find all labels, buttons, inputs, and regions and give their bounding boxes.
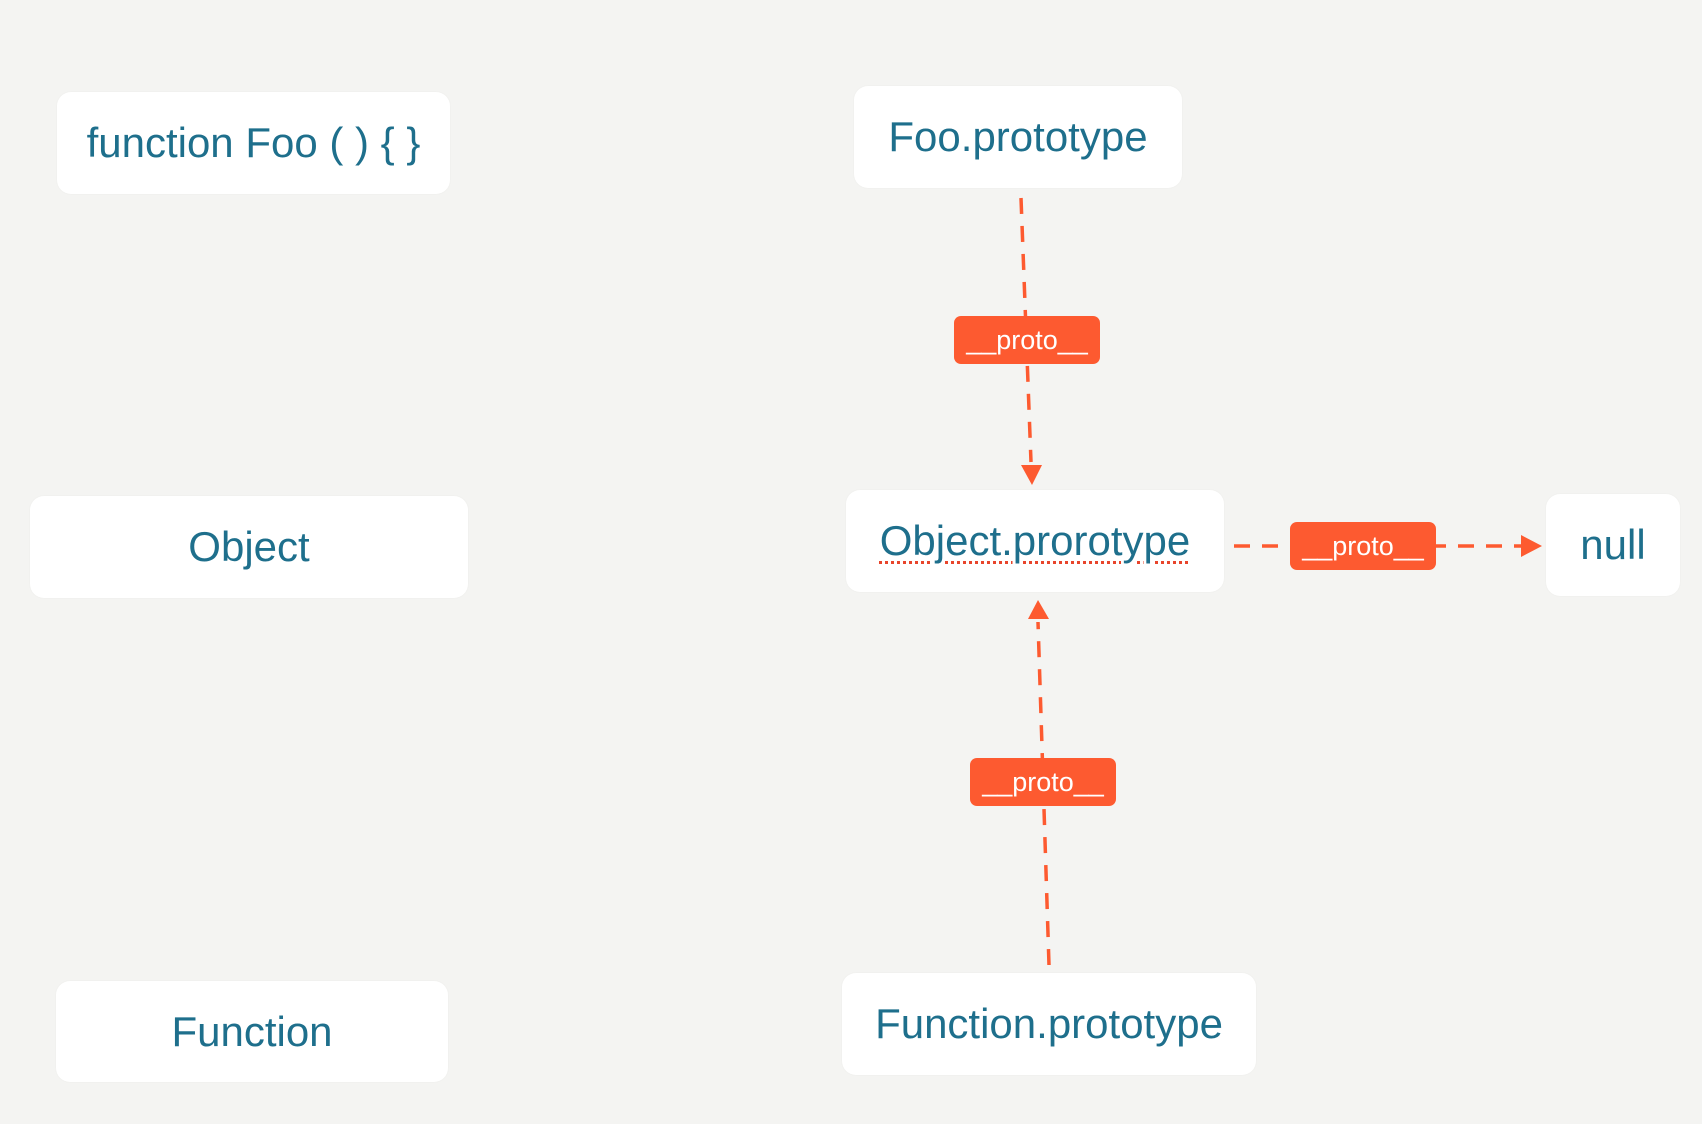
object-node: Object [30,496,468,598]
arrow-head-right-icon [1521,535,1542,557]
foo-prototype-label: Foo.prototype [888,113,1148,160]
function-prototype-label: Function.prototype [875,1000,1223,1047]
foo-function-node: function Foo ( ) { } [57,92,450,194]
function-prototype-node: Function.prototype [842,973,1256,1075]
arrow-head-up-icon [1028,600,1049,619]
foo-prototype-node: Foo.prototype [854,86,1182,188]
proto-tag-object-to-null: __proto__ [1290,522,1436,570]
object-prototype-label: Object.prorotype [879,517,1191,564]
function-label: Function [171,1007,333,1055]
proto-tag-function-to-object: __proto__ [970,758,1116,806]
function-node: Function [56,981,448,1082]
foo-function-label: function Foo ( ) { } [86,119,421,166]
proto-tag-foo-to-object: __proto__ [954,316,1100,364]
null-node: null [1546,494,1680,596]
arrow-head-down-icon [1021,465,1042,485]
object-prototype-node: Object.prorotype [846,490,1224,592]
object-label: Object [188,523,310,570]
null-label: null [1580,521,1646,568]
